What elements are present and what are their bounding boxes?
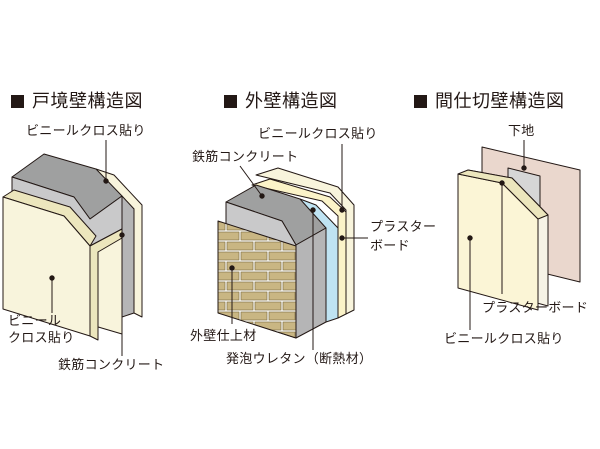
square-bullet-icon [414,95,427,108]
concrete-side [121,195,135,318]
partition-wall-diagram [457,140,581,330]
square-bullet-icon [224,95,237,108]
heading-exterior-wall: 外壁構造図 [224,91,338,113]
label-exterior-facade: 外壁仕上材 [190,329,257,344]
brick-facade [217,220,297,339]
heading-exterior-wall-text: 外壁構造図 [245,91,338,112]
exterior-wall-diagram [217,144,368,350]
label-partition-board: プラスターボード [482,301,589,316]
label-party-core: 鉄筋コンクリート [58,358,165,373]
front-cloth-face [2,196,91,337]
heading-party-wall-text: 戸境壁構造図 [32,91,143,112]
label-partition-base: 下地 [508,124,535,139]
label-exterior-core: 鉄筋コンクリート [192,150,299,165]
party-wall-diagram [2,140,143,356]
heading-partition-wall-text: 間仕切壁構造図 [435,91,565,112]
heading-partition-wall: 間仕切壁構造図 [414,91,565,113]
label-party-top-finish: ビニールクロス貼り [26,124,146,139]
label-exterior-finish: ビニールクロス貼り [258,127,378,142]
label-exterior-board-1: プラスター [370,220,437,235]
square-bullet-icon [11,95,24,108]
label-exterior-insulation: 発泡ウレタン（断熱材） [226,352,373,367]
cloth-layer [255,167,355,315]
label-exterior-board-2: ボード [370,239,410,254]
label-partition-finish: ビニールクロス貼り [444,332,564,347]
heading-party-wall: 戸境壁構造図 [11,91,143,113]
label-party-front-finish-1: ビニール [8,314,62,329]
concrete-side [295,227,327,339]
label-party-front-finish-2: クロス貼り [8,331,75,346]
plaster-board [251,178,347,319]
